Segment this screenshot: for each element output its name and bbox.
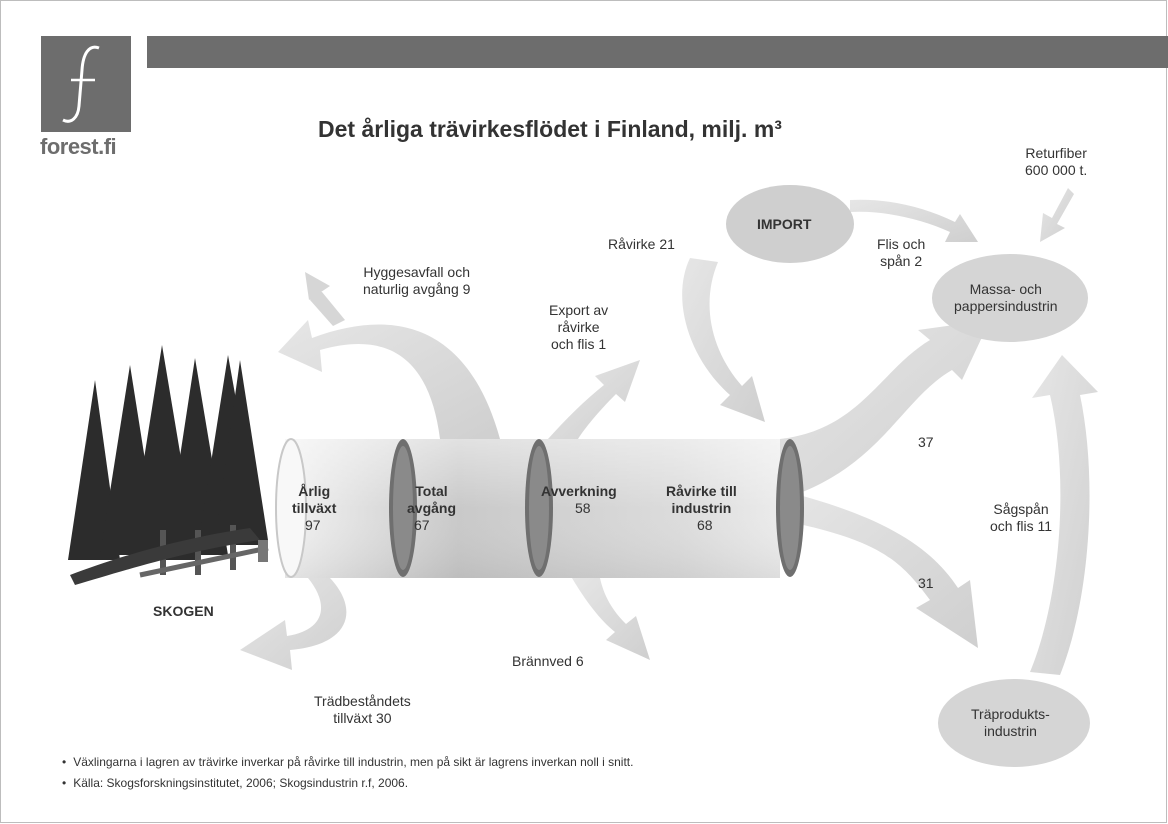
- node-massa: [932, 254, 1088, 342]
- ring-arlig: [275, 438, 307, 578]
- arrow-sagspan: [1030, 355, 1098, 675]
- node-import-label: IMPORT: [757, 216, 812, 232]
- stage-arlig-value: 97: [305, 517, 321, 533]
- flow-to-traprodukt-label: 31: [918, 575, 934, 591]
- node-traprodukt: [938, 679, 1090, 767]
- stage-ravirke-value: 68: [697, 517, 713, 533]
- arrow-hyggesavfall: [278, 320, 500, 439]
- logo-text: forest.fi: [40, 134, 117, 159]
- header-bar: [147, 36, 1168, 68]
- logo-f-icon: [62, 45, 100, 123]
- footnotes: Växlingarna i lagren av trävirke inverka…: [62, 752, 633, 794]
- flow-to-massa-label: 37: [918, 434, 934, 450]
- stage-avverkning-label: Avverkning: [541, 483, 617, 499]
- arrow-brannved: [572, 578, 650, 660]
- node-traprodukt-label: Träprodukts-industrin: [971, 706, 1050, 739]
- arrow-export: [548, 360, 640, 439]
- skogen-label: SKOGEN: [153, 603, 214, 619]
- flow-brannved-label: Brännved 6: [512, 653, 584, 669]
- flow-ravirke-import-label: Råvirke 21: [608, 236, 675, 252]
- arrow-ravirke-import: [682, 258, 765, 422]
- stage-avverkning-value: 58: [575, 500, 591, 516]
- footnote-item: Källa: Skogsforskningsinstitutet, 2006; …: [62, 773, 633, 794]
- page-title: Det årliga trävirkesflödet i Finland, mi…: [318, 116, 782, 142]
- stage-total-value: 67: [414, 517, 430, 533]
- arrow-flis-span: [850, 199, 978, 242]
- forest-illustration: [68, 345, 269, 585]
- arrow-returfiber: [1040, 188, 1074, 242]
- arrow-to-massa: [780, 320, 990, 500]
- node-import: [726, 185, 854, 263]
- arrow-tradbestandets: [240, 578, 347, 670]
- footnote-item: Växlingarna i lagren av trävirke inverka…: [62, 752, 633, 773]
- arrow-to-traprodukt: [780, 490, 978, 648]
